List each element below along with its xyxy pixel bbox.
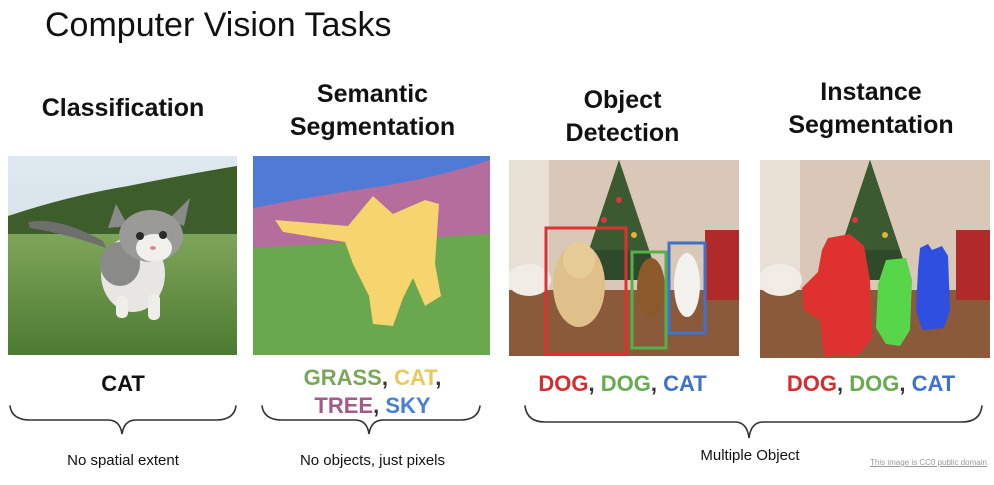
heading-line: Classification <box>41 94 205 122</box>
heading-object-detection: Object Detection <box>505 84 740 150</box>
label-line: TREE, SKY <box>255 392 490 420</box>
brace-layer <box>9 405 983 439</box>
mask-cat-blue <box>916 244 950 330</box>
heading-line: Segmentation <box>289 113 456 141</box>
label-separator: , <box>899 371 912 396</box>
caption-classification: No spatial extent <box>67 452 179 469</box>
label-cat: CAT <box>911 371 956 396</box>
label-instance-segmentation: DOG, DOG, CAT <box>757 370 985 398</box>
label-line: DOG, DOG, CAT <box>757 370 985 398</box>
cat-region <box>275 196 441 326</box>
label-dog: DOG <box>849 371 900 396</box>
brace-classification <box>9 405 237 435</box>
label-sky: SKY <box>385 393 431 418</box>
bounding-box-cat-blue <box>667 241 707 335</box>
label-separator: , <box>650 371 664 396</box>
mask-dog-green <box>876 258 912 346</box>
label-separator: , <box>373 393 386 418</box>
label-semantic-segmentation: GRASS, CAT, TREE, SKY <box>255 364 490 420</box>
classification-image <box>8 156 237 355</box>
label-line: DOG, DOG, CAT <box>505 370 740 398</box>
heading-line: Instance <box>820 78 922 106</box>
dog-2-shape <box>637 258 665 318</box>
instance-segmentation-image <box>760 160 990 358</box>
caption-multiple-object: Multiple Object <box>700 447 800 464</box>
slide-title: Computer Vision Tasks <box>45 6 392 44</box>
bounding-box-dog-green <box>630 250 668 350</box>
label-cat: CAT <box>394 365 436 390</box>
label-separator: , <box>588 371 601 396</box>
brace-semantic-segmentation <box>261 405 481 435</box>
label-separator: , <box>381 365 395 390</box>
label-cat: CAT <box>663 371 707 396</box>
heading-instance-segmentation: Instance Segmentation <box>757 76 985 142</box>
heading-line: Object <box>583 86 662 114</box>
heading-line: Detection <box>565 119 680 147</box>
cat-shape <box>674 253 700 317</box>
brace-multiple-object <box>524 405 983 439</box>
mask-dog-red <box>802 234 872 356</box>
image-credit-link[interactable]: This image is CC0 public domain <box>870 458 987 467</box>
label-dog: DOG <box>786 371 837 396</box>
heading-semantic-segmentation: Semantic Segmentation <box>255 78 490 144</box>
heading-line: Segmentation <box>788 111 954 139</box>
label-dog: DOG <box>600 371 651 396</box>
label-object-detection: DOG, DOG, CAT <box>505 370 740 398</box>
caption-semantic-segmentation: No objects, just pixels <box>299 452 446 469</box>
label-separator: , <box>836 371 850 396</box>
kitten-shape <box>28 198 190 320</box>
label-tree: TREE <box>314 393 374 418</box>
label-line: CAT <box>8 370 238 398</box>
heading-classification: Classification <box>8 92 238 125</box>
label-dog: DOG <box>538 371 589 396</box>
label-cat: CAT <box>101 371 145 396</box>
label-classification: CAT <box>8 370 238 398</box>
label-grass: GRASS <box>303 365 382 390</box>
label-separator: , <box>435 365 442 390</box>
object-detection-image <box>509 160 739 356</box>
heading-line: Semantic <box>316 80 429 108</box>
semantic-segmentation-image <box>253 156 490 355</box>
bounding-box-dog-red <box>544 226 628 356</box>
label-line: GRASS, CAT, <box>255 364 490 392</box>
